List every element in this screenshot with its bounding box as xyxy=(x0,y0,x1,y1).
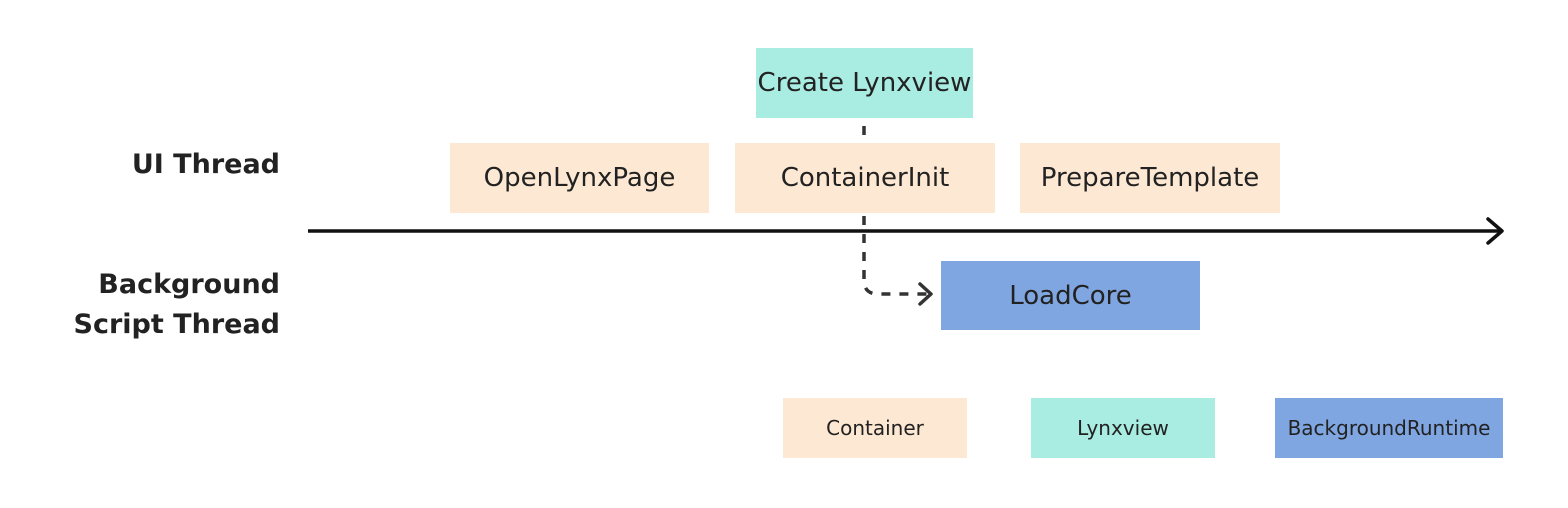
dashed-flow-arrow xyxy=(862,126,928,296)
timeline-axis-arrowhead xyxy=(1486,217,1504,245)
node-open-lynx-page: OpenLynxPage xyxy=(450,143,709,213)
node-create-lynxview: Create Lynxview xyxy=(756,48,973,118)
background-thread-label-line2: Script Thread xyxy=(73,309,280,340)
legend-item-lynxview: Lynxview xyxy=(1031,398,1215,458)
background-thread-label-line1: Background xyxy=(98,269,280,300)
legend-item-container: Container xyxy=(783,398,967,458)
node-prepare-template: PrepareTemplate xyxy=(1020,143,1280,213)
legend-item-background-runtime: BackgroundRuntime xyxy=(1275,398,1503,458)
node-container-init: ContainerInit xyxy=(735,143,995,213)
dashed-flow-arrowhead xyxy=(918,282,933,306)
background-thread-label: Background Script Thread xyxy=(74,265,280,345)
ui-thread-label: UI Thread xyxy=(131,149,280,180)
node-load-core: LoadCore xyxy=(941,261,1200,330)
